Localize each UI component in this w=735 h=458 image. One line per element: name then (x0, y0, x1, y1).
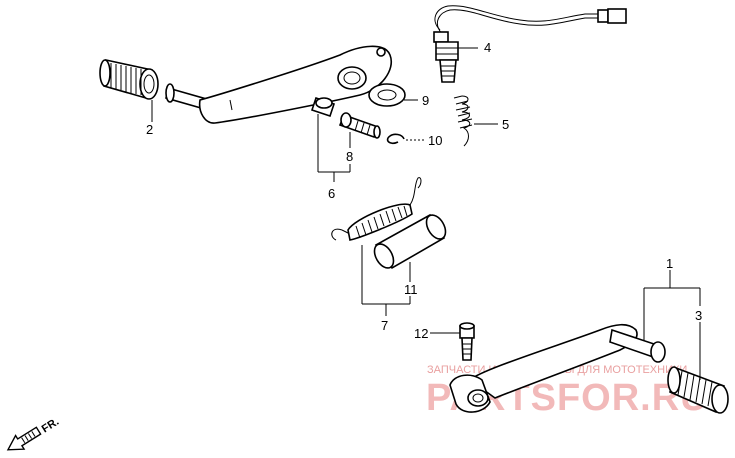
callout-7: 7 (381, 318, 388, 333)
gearshift-pedal-upper (99, 45, 393, 124)
small-spring (453, 95, 473, 147)
callout-6: 6 (328, 186, 335, 201)
pedal-rubber-lower (667, 366, 729, 414)
return-spring (331, 177, 422, 241)
neutral-switch (433, 5, 627, 83)
front-arrow-icon: FR. (6, 416, 61, 451)
gearshift-pedal-lower (449, 323, 729, 414)
pivot-bolt (310, 96, 381, 139)
callout-10: 10 (428, 133, 442, 148)
pedal-rubber-upper (99, 59, 159, 100)
clip (386, 133, 405, 145)
collar (373, 213, 447, 270)
callout-4: 4 (484, 40, 491, 55)
front-arrow-label: FR. (40, 416, 61, 436)
callout-8: 8 (346, 149, 353, 164)
callout-11: 11 (404, 282, 418, 297)
callout-5: 5 (502, 117, 509, 132)
callout-9: 9 (422, 93, 429, 108)
callout-1: 1 (666, 256, 673, 271)
washer (368, 83, 406, 107)
callout-12: 12 (414, 326, 428, 341)
callout-3: 3 (695, 308, 702, 323)
pinch-bolt (459, 322, 475, 361)
leader-lines (151, 47, 701, 380)
front-direction-indicator: FR. (6, 416, 61, 451)
callout-numbers: 1 2 3 4 5 6 7 8 9 10 11 12 (146, 40, 702, 341)
callout-2: 2 (146, 122, 153, 137)
